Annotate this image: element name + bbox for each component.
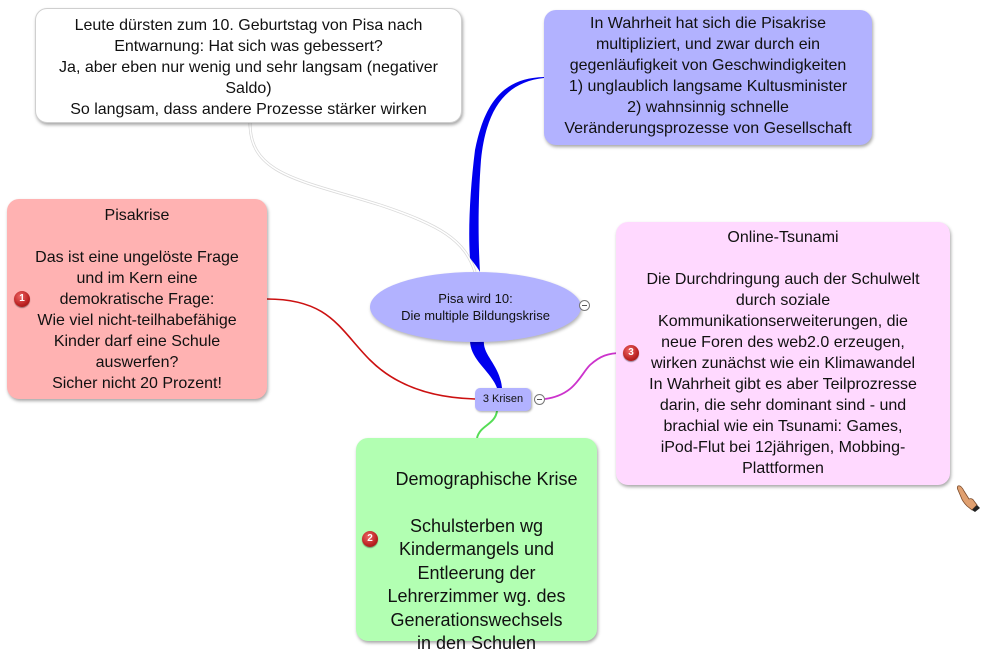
priority-1-icon: 1: [14, 291, 30, 307]
priority-3-icon: 3: [623, 345, 639, 361]
connector-top-left: [248, 122, 477, 273]
topic-node-multipliziert[interactable]: In Wahrheit hat sich die Pisakrise multi…: [544, 10, 872, 145]
collapse-minus-icon[interactable]: [579, 300, 590, 311]
hand-pointer-icon: [956, 485, 980, 512]
topic-node-pisakrise[interactable]: Pisakrise Das ist eine ungelöste Frage u…: [7, 199, 267, 399]
connector-central-to-sub: [470, 340, 502, 388]
subtopic-3-krisen[interactable]: 3 Krisen: [475, 388, 531, 411]
connector-demographische: [476, 410, 498, 439]
collapse-minus-icon[interactable]: [534, 394, 545, 405]
topic-node-entwarnung[interactable]: Leute dürsten zum 10. Geburtstag von Pis…: [35, 8, 462, 123]
connector-online-tsunami: [544, 352, 623, 400]
central-topic[interactable]: Pisa wird 10: Die multiple Bildungskrise: [370, 272, 581, 342]
demographische-text: Schulsterben wg Kindermangels und Entlee…: [387, 515, 566, 654]
topic-node-online-tsunami[interactable]: Online-Tsunami Die Durchdringung auch de…: [616, 222, 950, 485]
topic-node-demographische-krise[interactable]: Demographische Krise Schulsterben wg Kin…: [356, 438, 597, 653]
connector-pisakrise: [266, 298, 476, 400]
priority-2-icon: 2: [362, 531, 378, 547]
demographische-title: Demographische Krise: [395, 468, 578, 489]
connector-top-right: [469, 77, 544, 272]
